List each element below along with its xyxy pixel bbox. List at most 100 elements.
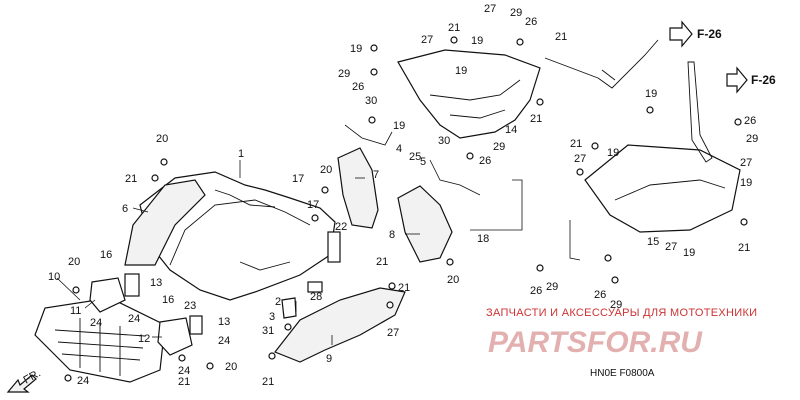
rubber-13a [124,273,140,297]
callout-c11: 11 [70,305,81,317]
callout-c27e: 27 [740,157,752,169]
callout-c24c: 24 [218,335,230,347]
callout-c24e: 24 [77,375,89,387]
mud-guard [274,287,406,363]
callout-c2: 2 [275,296,281,308]
callout-c21j: 21 [738,242,750,254]
callout-c25: 25 [409,151,421,163]
callout-c5: 5 [420,156,426,168]
watermark-logo: PARTSFOR.RU [488,326,703,359]
callout-c26a: 26 [352,81,364,93]
brake-hose-4 [344,124,393,146]
callout-c19g: 19 [740,177,752,189]
callout-c26d: 26 [530,285,542,297]
callout-c29f: 29 [746,133,758,145]
callout-c24d: 24 [178,365,190,377]
callout-c19b: 19 [393,120,405,132]
callout-c23: 23 [184,300,196,312]
callout-c3: 3 [269,311,275,323]
callout-c27f: 27 [387,327,399,339]
upper-stay-bar [597,39,659,89]
callout-c21d: 21 [555,31,567,43]
callout-c14: 14 [505,124,517,136]
callout-c22: 22 [335,221,347,233]
callout-c13a: 13 [150,277,162,289]
callout-c24a: 24 [90,317,102,329]
callout-c19c: 19 [455,65,467,77]
callout-c19e: 19 [645,88,657,100]
leader-lines [56,57,599,345]
callout-c21i: 21 [178,376,190,388]
callout-c4: 4 [396,143,402,155]
callout-c21b: 21 [376,256,388,268]
ref-f26-right: F-26 [751,73,776,87]
callout-c12: 12 [138,333,150,345]
callout-c20b: 20 [320,164,332,176]
callout-c7: 7 [373,169,379,181]
callout-c16a: 16 [100,249,112,261]
callout-c21f: 21 [570,138,582,150]
callout-c29d: 29 [546,281,558,293]
callout-c27c: 27 [574,153,586,165]
bracket-11 [89,277,126,313]
watermark-tagline: ЗАПЧАСТИ И АКСЕССУАРЫ ДЛЯ МОТОТЕХНИКИ [486,307,757,319]
callout-c26b: 26 [525,16,537,28]
callout-c19h: 19 [683,247,695,259]
callout-c15: 15 [647,236,659,248]
bracket-12 [157,317,193,356]
brake-hose-5 [429,159,481,196]
callout-c30b: 30 [438,135,450,147]
callout-c26e: 26 [594,289,606,301]
callout-c19a: 19 [350,43,362,55]
callout-c17b: 17 [307,199,319,211]
callout-c30a: 30 [365,95,377,107]
callout-c27a: 27 [484,3,496,15]
callout-c27b: 27 [421,34,433,46]
rear-panel [584,144,741,233]
cushion-22 [327,231,341,263]
rubber-13b [189,315,203,335]
callout-c8: 8 [389,229,395,241]
callout-c19d: 19 [471,35,483,47]
drawing-code: HN0E F0800A [590,368,655,379]
reference-arrow-top [669,20,693,48]
callout-c9: 9 [326,353,332,365]
callout-c29e: 29 [610,299,622,311]
band-28 [307,281,323,293]
callout-labels: 1234567891011121313141516161717181919191… [48,3,758,388]
callout-c20a: 20 [156,133,168,145]
callout-c20e: 20 [225,361,237,373]
callout-c21c: 21 [448,22,460,34]
callout-c29c: 29 [493,141,505,153]
callout-c21e: 21 [530,113,542,125]
inner-guard-7 [337,147,379,229]
callout-c29b: 29 [510,7,522,19]
callout-c24b: 24 [128,313,140,325]
mounting-bracket-2 [281,297,297,319]
left-side-guard [124,179,206,266]
upper-panel [397,49,541,139]
callout-c21a: 21 [125,173,137,185]
callout-c26c: 26 [479,155,491,167]
callout-c1: 1 [238,148,244,160]
callout-c26f: 26 [744,115,756,127]
callout-c10: 10 [48,271,60,283]
callout-c29a: 29 [338,68,350,80]
callout-c18: 18 [477,233,489,245]
callout-c6: 6 [122,203,128,215]
fr-label: FR. [22,367,43,386]
front-direction-arrow [6,374,37,393]
ref-f26-top: F-26 [697,27,722,41]
callout-c21g: 21 [398,282,410,294]
callout-c20c: 20 [68,256,80,268]
reference-arrow-right [726,66,748,94]
callout-c16b: 16 [162,294,174,306]
callout-c31: 31 [262,325,274,337]
inner-guard-8 [397,185,453,263]
callout-c21h: 21 [262,376,274,388]
side-stay-bar [687,61,713,163]
callout-c19f: 19 [607,147,619,159]
callout-c17a: 17 [292,173,304,185]
callout-c27d: 27 [665,241,677,253]
